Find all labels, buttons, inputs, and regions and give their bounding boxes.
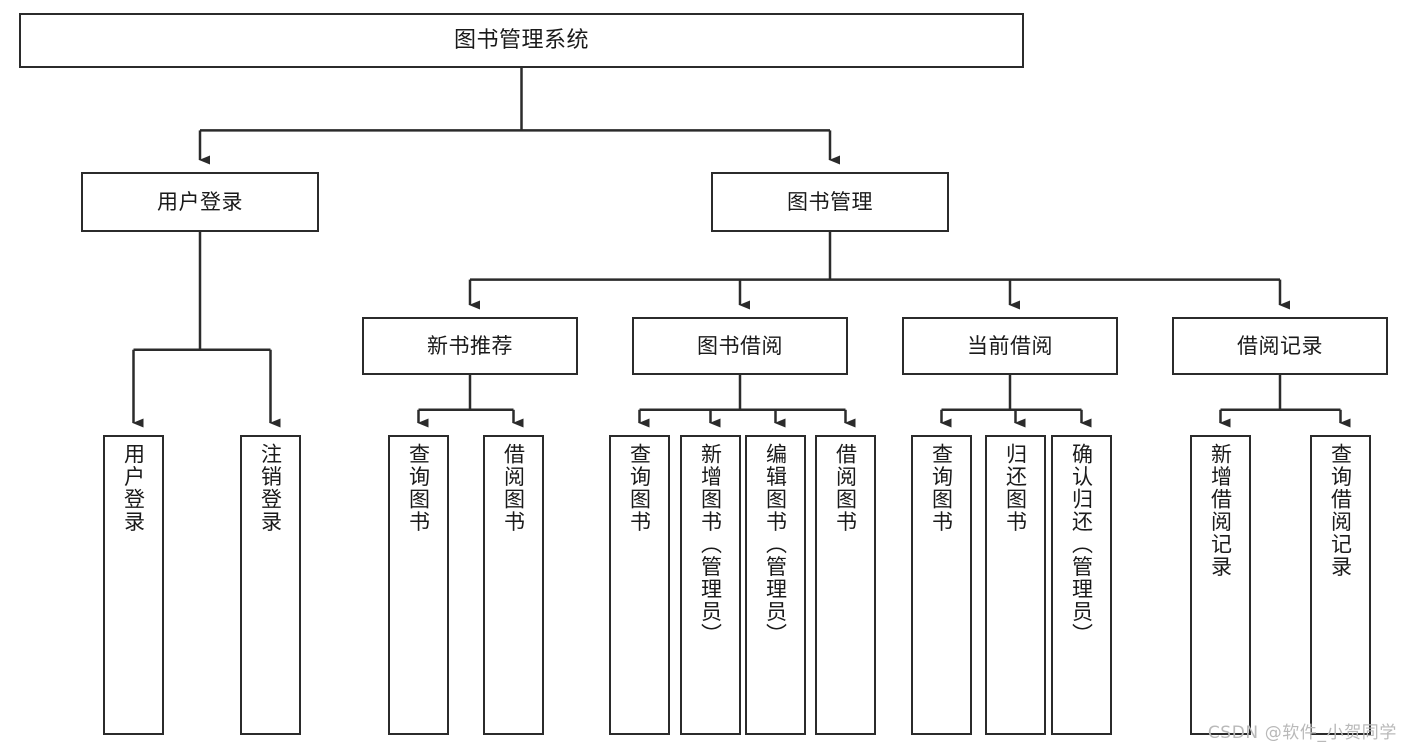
node-user-login-label: 用户登录 — [157, 189, 243, 214]
node-current-borrow[interactable]: 当前借阅 — [902, 317, 1118, 375]
node-new-book-rec[interactable]: 新书推荐 — [362, 317, 578, 375]
node-leaf-borrow-book-1-label: 借阅图书 — [501, 443, 526, 533]
watermark-text: CSDN @软件_小贺同学 — [1207, 723, 1397, 743]
node-leaf-borrow-book-1[interactable]: 借阅图书 — [483, 435, 544, 735]
node-leaf-add-record[interactable]: 新增借阅记录 — [1190, 435, 1251, 735]
node-leaf-query-book-2-label: 查询图书 — [627, 443, 652, 533]
node-current-borrow-label: 当前借阅 — [967, 333, 1053, 358]
node-user-login[interactable]: 用户登录 — [81, 172, 319, 232]
node-leaf-return-book-label: 归还图书 — [1003, 443, 1028, 533]
node-borrow-record[interactable]: 借阅记录 — [1172, 317, 1388, 375]
node-leaf-query-record-label: 查询借阅记录 — [1328, 443, 1353, 578]
node-leaf-borrow-book-2-label: 借阅图书 — [833, 443, 858, 533]
node-leaf-add-book-label: 新增图书（管理员） — [698, 443, 723, 646]
node-leaf-query-record[interactable]: 查询借阅记录 — [1310, 435, 1371, 735]
node-root[interactable]: 图书管理系统 — [19, 13, 1024, 68]
node-leaf-borrow-book-2[interactable]: 借阅图书 — [815, 435, 876, 735]
node-book-borrow[interactable]: 图书借阅 — [632, 317, 848, 375]
node-root-label: 图书管理系统 — [453, 27, 589, 53]
node-leaf-edit-book[interactable]: 编辑图书（管理员） — [745, 435, 806, 735]
node-borrow-record-label: 借阅记录 — [1237, 333, 1323, 358]
node-leaf-user-login[interactable]: 用户登录 — [103, 435, 164, 735]
node-leaf-query-book-3[interactable]: 查询图书 — [911, 435, 972, 735]
node-leaf-query-book-1[interactable]: 查询图书 — [388, 435, 449, 735]
node-leaf-edit-book-label: 编辑图书（管理员） — [763, 443, 788, 646]
node-book-manage-label: 图书管理 — [787, 189, 873, 214]
node-leaf-return-book[interactable]: 归还图书 — [985, 435, 1046, 735]
node-leaf-query-book-1-label: 查询图书 — [406, 443, 431, 533]
node-leaf-query-book-2[interactable]: 查询图书 — [609, 435, 670, 735]
node-book-manage[interactable]: 图书管理 — [711, 172, 949, 232]
node-leaf-logout[interactable]: 注销登录 — [240, 435, 301, 735]
node-book-borrow-label: 图书借阅 — [697, 333, 783, 358]
node-leaf-confirm-return-label: 确认归还（管理员） — [1069, 443, 1094, 646]
node-leaf-add-record-label: 新增借阅记录 — [1208, 443, 1233, 578]
node-leaf-confirm-return[interactable]: 确认归还（管理员） — [1051, 435, 1112, 735]
node-leaf-add-book[interactable]: 新增图书（管理员） — [680, 435, 741, 735]
node-leaf-user-login-label: 用户登录 — [121, 443, 146, 533]
node-new-book-rec-label: 新书推荐 — [427, 333, 513, 358]
node-leaf-query-book-3-label: 查询图书 — [929, 443, 954, 533]
node-leaf-logout-label: 注销登录 — [258, 443, 283, 533]
